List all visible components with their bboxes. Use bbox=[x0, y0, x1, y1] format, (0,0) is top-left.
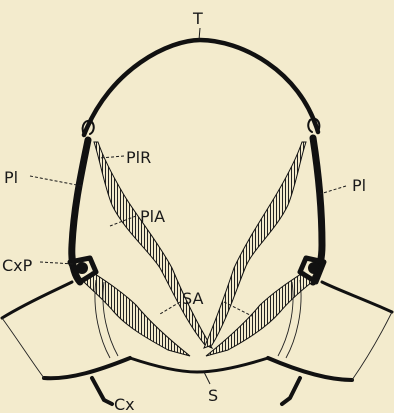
left-pleural-ridge-hatched bbox=[94, 142, 212, 348]
label-S: S bbox=[208, 386, 218, 405]
leader-Pl-right bbox=[320, 186, 346, 194]
label-Pl-left: Pl bbox=[4, 168, 18, 187]
label-SA: SA bbox=[182, 289, 203, 308]
left-coxa-base bbox=[92, 378, 112, 404]
label-T: T bbox=[192, 9, 203, 28]
label-Pl-right: Pl bbox=[352, 176, 366, 195]
right-coxa-base bbox=[282, 378, 300, 404]
right-coxa-outer bbox=[322, 282, 392, 312]
right-coxa-edge bbox=[352, 312, 392, 380]
left-coxa-outer bbox=[2, 282, 72, 318]
left-coxa-edge bbox=[2, 318, 44, 378]
tergum-arch bbox=[84, 40, 318, 135]
right-coxa-lower bbox=[268, 358, 352, 380]
label-PlR: PlR bbox=[126, 148, 151, 167]
leader-S bbox=[204, 372, 210, 384]
label-Cx: Cx bbox=[114, 395, 135, 413]
leader-SA-left bbox=[160, 302, 180, 314]
label-PlA: PlA bbox=[140, 207, 165, 226]
left-coxa-lower bbox=[44, 358, 130, 378]
label-CxP: CxP bbox=[2, 256, 33, 275]
sternum bbox=[130, 358, 268, 372]
leader-Pl-left bbox=[30, 176, 82, 186]
